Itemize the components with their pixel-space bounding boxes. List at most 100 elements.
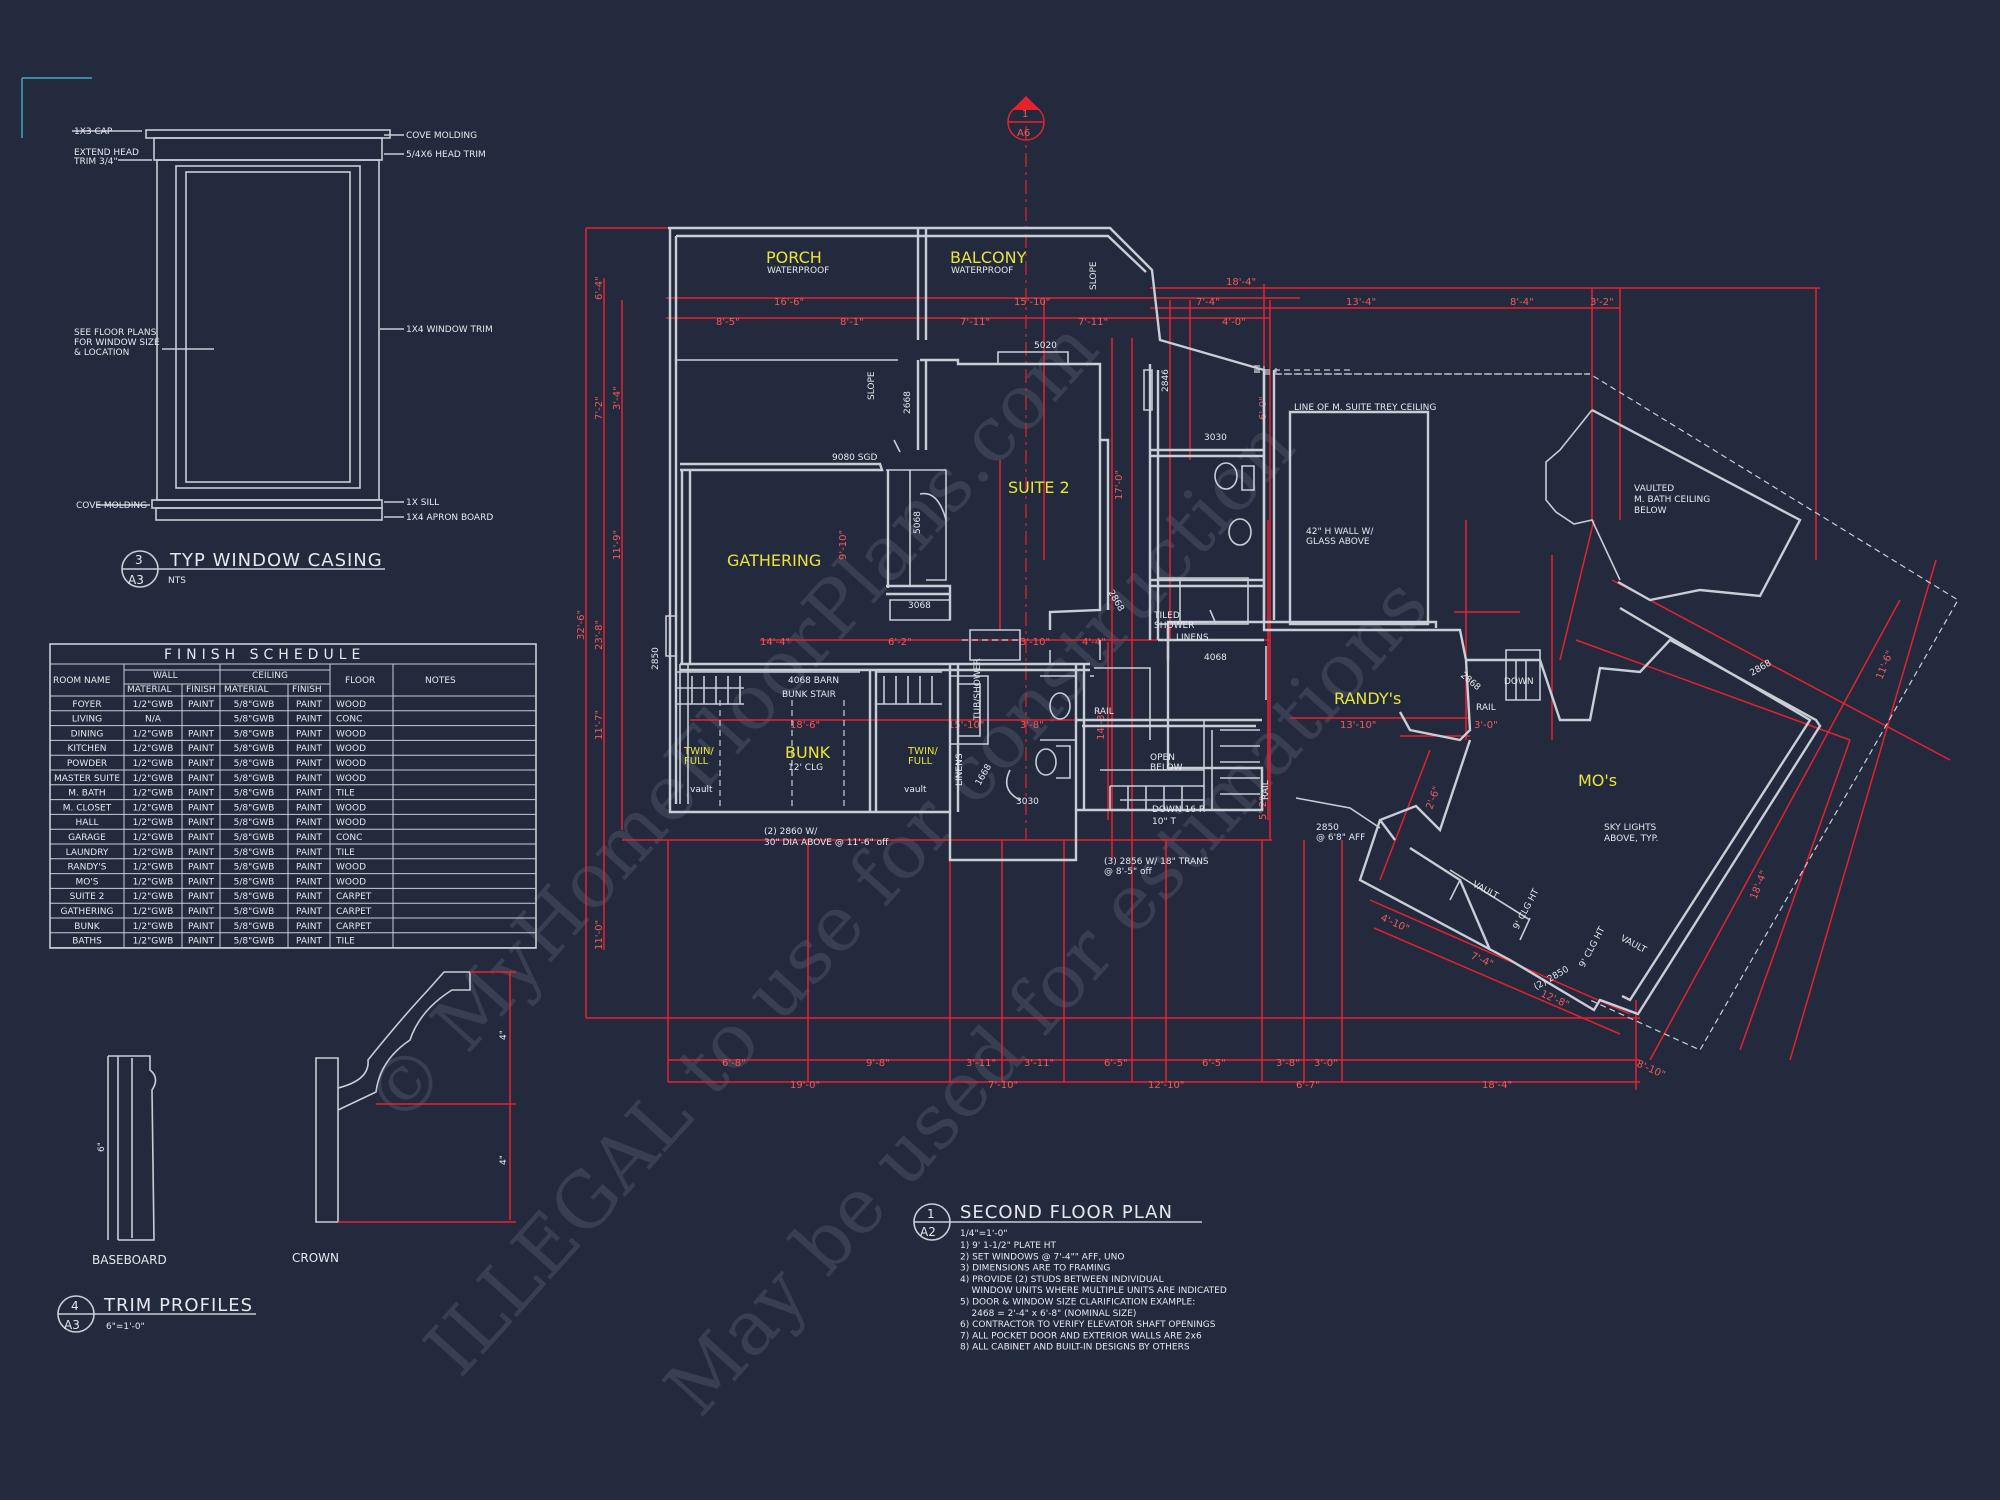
dim-top-1: 16'-6" (774, 297, 804, 308)
dim-misc-18: 3'-0" (1474, 720, 1498, 731)
schedule-cell-ceil-fin: PAINT (296, 937, 322, 947)
dim-misc-15: 11'-6" (1875, 649, 1896, 681)
schedule-cell-ceil-fin: PAINT (296, 848, 322, 858)
schedule-cell-room: FOYER (72, 700, 101, 710)
callout-see-plans-2: FOR WINDOW SIZE (74, 338, 160, 348)
plan-note: 4) PROVIDE (2) STUDS BETWEEN INDIVIDUAL (960, 1275, 1164, 1285)
schedule-cell-wall-fin: PAINT (188, 922, 214, 932)
baseboard-label: BASEBOARD (92, 1253, 167, 1267)
schedule-cell-floor: WOOD (336, 818, 366, 828)
schedule-cell-ceil-mat: 5/8"GWB (234, 907, 275, 917)
twin-right-2: FULL (908, 756, 933, 767)
schedule-cell-room: RANDY'S (68, 863, 107, 873)
dim-misc-9: 3'-8" (1020, 720, 1044, 731)
label-d3068: 3068 (908, 601, 931, 611)
dim-misc-8: 15'-10" (948, 720, 984, 731)
dim-misc-4: 6'-2" (888, 637, 912, 648)
dim-bot-4: 3'-11" (1024, 1058, 1054, 1069)
finish-schedule: FINISH SCHEDULE ROOM NAME WALL CEILING F… (49, 643, 537, 949)
dim-misc-20: 2'-6" (1424, 785, 1442, 811)
label-vault2: VAULT (1619, 934, 1649, 956)
schedule-cell-room: M. BATH (68, 789, 105, 799)
hdr-notes: NOTES (425, 676, 456, 686)
room-labels: PORCH WATERPROOF BALCONY WATERPROOF SUIT… (683, 248, 1617, 790)
label-vault-left: vault (690, 785, 713, 795)
porch-waterproof: WATERPROOF (767, 266, 829, 276)
casing-title: TYP WINDOW CASING (169, 550, 383, 571)
label-rail2: RAIL (1476, 703, 1496, 713)
schedule-cell-floor: TILE (335, 789, 355, 799)
schedule-cell-room: LAUNDRY (66, 848, 109, 858)
plan-scale: 1/4"=1'-0" (960, 1229, 1007, 1239)
schedule-cell-ceil-fin: PAINT (296, 789, 322, 799)
label-d2668: 2668 (903, 391, 913, 414)
schedule-cell-wall-fin: PAINT (188, 848, 214, 858)
plan-tag-sheet: A2 (920, 1225, 936, 1239)
label-d2868b: 2868 (1458, 671, 1482, 694)
casing-tag-sheet: A3 (128, 573, 144, 587)
schedule-cell-floor: CONC (336, 715, 362, 725)
schedule-cell-wall-mat: 1/2"GWB (133, 892, 174, 902)
room-randys: RANDY's (1334, 689, 1401, 708)
hdr-room-name: ROOM NAME (53, 676, 111, 686)
twin-left-1: TWIN/ (683, 746, 714, 757)
label-slope-2: SLOPE (1089, 261, 1099, 290)
schedule-cell-ceil-mat: 5/8"GWB (234, 848, 275, 858)
label-win2860-2: 30" DIA ABOVE @ 11'-6" off (764, 838, 889, 848)
schedule-cell-ceil-mat: 5/8"GWB (234, 937, 275, 947)
label-d2846: 2846 (1161, 369, 1171, 392)
label-rail3: RAIL (1261, 780, 1271, 800)
balcony-waterproof: WATERPROOF (951, 266, 1013, 276)
schedule-cell-wall-mat: 1/2"GWB (133, 759, 174, 769)
callout-apron: 1X4 APRON BOARD (406, 513, 493, 523)
room-gathering: GATHERING (727, 551, 821, 570)
callout-window-trim: 1X4 WINDOW TRIM (406, 325, 493, 335)
label-sky-2: ABOVE, TYP. (1604, 834, 1659, 844)
plan-tag-num: 1 (927, 1207, 935, 1221)
schedule-cell-ceil-fin: PAINT (296, 774, 322, 784)
label-vault-right: vault (904, 785, 927, 795)
hdr-wall: WALL (153, 671, 178, 681)
schedule-cell-wall-fin: PAINT (188, 744, 214, 754)
schedule-cell-room: BUNK (74, 922, 100, 932)
schedule-cell-wall-fin: PAINT (188, 863, 214, 873)
room-mos: MO's (1578, 771, 1617, 790)
schedule-cell-wall-fin: PAINT (188, 818, 214, 828)
dim-top-7: 7'-4" (1196, 297, 1220, 308)
label-barn: 4068 BARN (788, 676, 839, 686)
label-d5068: 5068 (913, 511, 923, 534)
twin-left-2: FULL (684, 756, 709, 767)
schedule-cell-wall-mat: 1/2"GWB (133, 744, 174, 754)
schedule-cell-room: DINING (71, 729, 104, 739)
schedule-cell-ceil-mat: 5/8"GWB (234, 892, 275, 902)
label-w3030: 3030 (1016, 797, 1039, 807)
schedule-cell-wall-fin: PAINT (188, 937, 214, 947)
schedule-cell-ceil-fin: PAINT (296, 863, 322, 873)
label-bunk-stair: BUNK STAIR (782, 690, 836, 700)
dim-top-12: 18'-4" (1226, 277, 1256, 288)
dim-left-1: 6'-4" (594, 276, 605, 300)
label-slope-1: SLOPE (867, 371, 877, 400)
casing-tag-num: 3 (135, 553, 143, 567)
dim-bot-1: 6'-8" (722, 1058, 746, 1069)
plan-note: 8) ALL CABINET AND BUILT-IN DESIGNS BY O… (960, 1343, 1190, 1353)
dim-bot-6: 6'-5" (1202, 1058, 1226, 1069)
room-porch: PORCH (766, 248, 822, 267)
dim-misc-7: 18'-6" (790, 720, 820, 731)
schedule-cell-wall-mat: 1/2"GWB (133, 803, 174, 813)
schedule-cell-wall-fin: PAINT (188, 877, 214, 887)
schedule-cell-floor: TILE (335, 937, 355, 947)
dim-misc-6: 4'-4" (1082, 637, 1106, 648)
label-linens2: LINENS (1176, 633, 1209, 643)
label-line-trey: LINE OF M. SUITE TREY CEILING (1294, 403, 1436, 413)
schedule-title: FINISH SCHEDULE (164, 647, 365, 663)
schedule-cell-wall-fin: PAINT (188, 759, 214, 769)
label-sgd: 9080 SGD (832, 453, 877, 463)
